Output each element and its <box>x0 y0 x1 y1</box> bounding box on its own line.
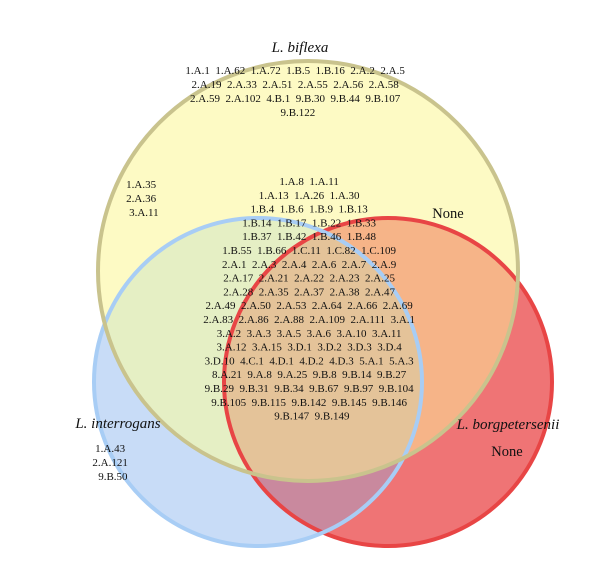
outline-borgpetersenii <box>222 216 554 548</box>
biflexa-only-list: 1.A.1 1.A.62 1.A.72 1.B.5 1.B.16 2.A.2 2… <box>185 65 418 119</box>
borgpetersenii-only-none: None <box>491 444 522 460</box>
all-three-list: 1.A.8 1.A.11 1.A.13 1.A.26 1.A.30 1.B.4 … <box>203 176 429 423</box>
interrogans-only-list: 1.A.43 2.A.121 9.B.50 <box>92 443 141 483</box>
outline-interrogans <box>92 216 424 548</box>
biflexa-borgpetersenii-none: None <box>432 206 463 222</box>
set-label-borgpetersenii: L. borgpetersenii <box>456 417 560 433</box>
set-label-interrogans: L. interrogans <box>74 416 160 432</box>
outline-biflexa <box>96 59 520 483</box>
set-label-biflexa: L. biflexa <box>271 40 329 56</box>
region-all-three <box>224 218 422 481</box>
biflexa-interrogans-list: 1.A.35 2.A.36 3.A.11 <box>126 179 170 219</box>
